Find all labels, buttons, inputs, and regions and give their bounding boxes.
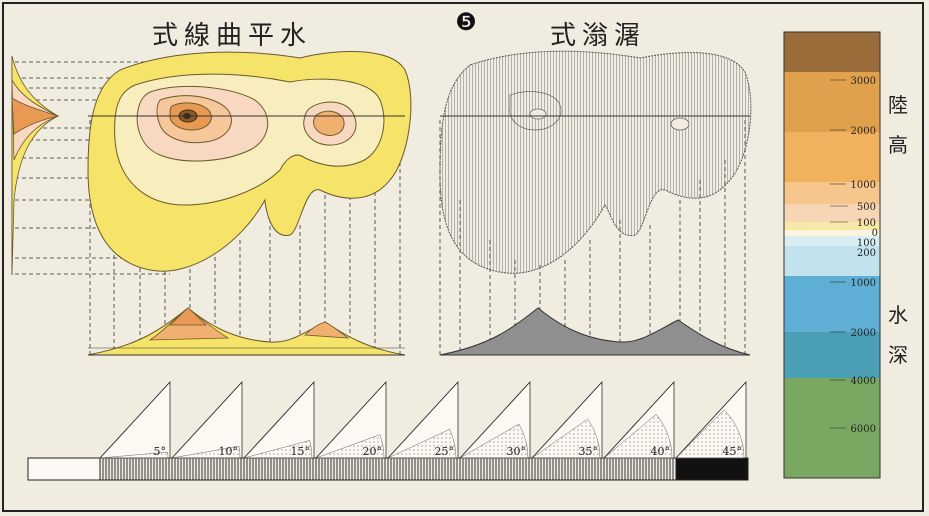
- slope-label: 45°: [723, 445, 743, 458]
- title-hachure-method: 式滃潳: [550, 21, 646, 51]
- legend-tick-6000-depth: 6000: [851, 424, 876, 435]
- slope-label: 30°: [507, 445, 527, 458]
- slope-triangle: 40°: [603, 380, 675, 459]
- slope-triangle: 30°: [459, 380, 531, 459]
- slope-label: 10°: [219, 445, 239, 458]
- legend-tick-0: 0: [872, 228, 878, 239]
- hachure-landmass: [439, 50, 752, 274]
- title-contour-method: 式線曲平水: [152, 21, 312, 51]
- legend-land-label-2: 高: [888, 133, 908, 157]
- plate-number: ❺: [455, 8, 477, 36]
- slope-label: 5°: [154, 445, 167, 458]
- slope-triangle: 10°: [171, 380, 243, 459]
- hachure-bottom-profile: [439, 307, 751, 356]
- elevation-legend: 3000 2000 1000 500 100 0 100 200 1000 20…: [783, 31, 908, 479]
- bottom-profile: [87, 307, 406, 356]
- slope-bar-flat: [27, 457, 101, 481]
- slope-triangle: 45°: [675, 380, 747, 459]
- legend-tick-3000: 3000: [851, 76, 876, 87]
- contour-1000-east: [313, 110, 345, 136]
- legend-tick-500: 500: [857, 202, 876, 213]
- slope-triangle: 20°: [315, 380, 387, 459]
- slope-label: 25°: [435, 445, 455, 458]
- legend-water-label-2: 深: [888, 343, 908, 367]
- slope-label: 15°: [291, 445, 311, 458]
- legend-land-label-1: 陸: [888, 93, 908, 117]
- slope-triangle: 35°: [531, 380, 603, 459]
- legend-tick-100: 100: [857, 218, 876, 229]
- slope-label: 20°: [363, 445, 383, 458]
- slope-bar-solid: [675, 457, 749, 481]
- slope-scale: 5° 10° 15° 20° 25° 30° 35° 40° 45°: [27, 380, 749, 481]
- legend-tick-1000-depth: 1000: [851, 278, 876, 289]
- slope-triangles: 5° 10° 15° 20° 25° 30° 35° 40° 45°: [99, 380, 747, 459]
- side-profile: [11, 55, 60, 276]
- legend-tick-1000: 1000: [851, 180, 876, 191]
- contour-map: [11, 50, 412, 356]
- slope-triangle: 15°: [243, 380, 315, 459]
- legend-tick-4000-depth: 4000: [851, 376, 876, 387]
- hachure-map: [439, 50, 752, 356]
- slope-triangle: 5°: [99, 380, 171, 459]
- legend-tick-100-depth: 100: [857, 238, 876, 249]
- legend-tick-2000-depth: 2000: [851, 328, 876, 339]
- slope-bar-hachure: [99, 457, 677, 481]
- slope-label: 35°: [579, 445, 599, 458]
- legend-tick-200-depth: 200: [857, 248, 876, 259]
- slope-triangle: 25°: [387, 380, 459, 459]
- legend-tick-2000: 2000: [851, 126, 876, 137]
- slope-label: 40°: [651, 445, 671, 458]
- legend-water-label-1: 水: [888, 303, 908, 327]
